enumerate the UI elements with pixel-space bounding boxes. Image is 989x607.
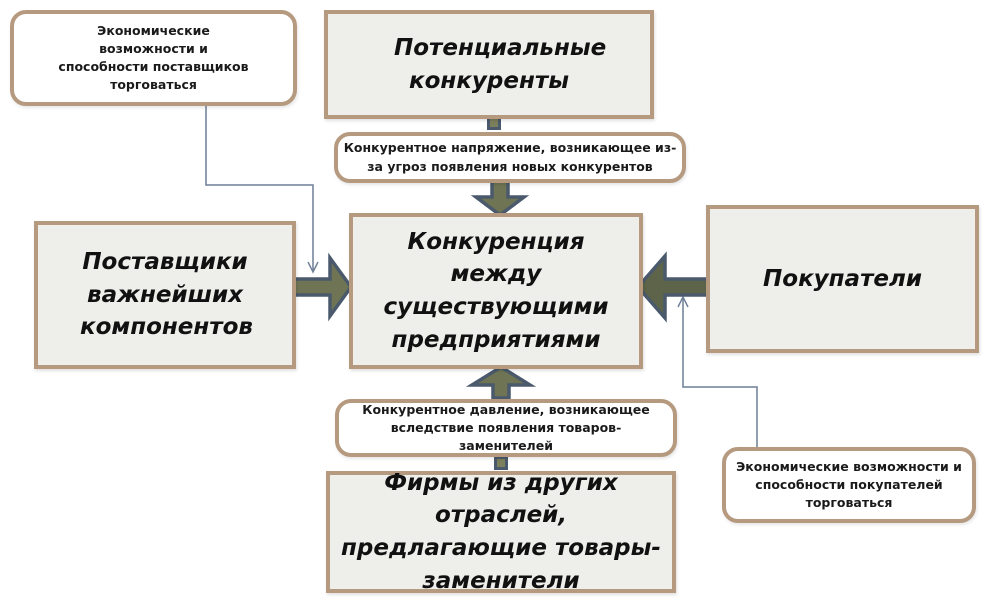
- entrant-arrow-icon: [470, 179, 530, 218]
- node-rivalry: Конкуренция между существующими предприя…: [349, 213, 643, 369]
- substitute-arrow-icon: [465, 364, 537, 400]
- suppliers-label: Поставщики важнейших компонентов: [80, 249, 253, 341]
- supplier-power-arrowhead-icon: [307, 261, 319, 274]
- rivalry-label: Конкуренция между существующими предприя…: [383, 228, 609, 353]
- entrant-threat-label: Конкурентное напряжение, возникающее из-…: [343, 140, 677, 174]
- substitutes-label: Фирмы из других отраслей, предлагающие т…: [341, 469, 661, 594]
- buyers-label: Покупатели: [763, 265, 922, 292]
- buyer-power-note: Экономические возможности и способности …: [722, 447, 976, 523]
- buyer-power-connector: [682, 298, 758, 482]
- supplier-arrow-icon: [292, 252, 354, 322]
- substitute-pressure-note: Конкурентное давление, возникающее вслед…: [335, 399, 677, 457]
- node-suppliers: Поставщики важнейших компонентов: [34, 221, 296, 369]
- buyer-arrow-icon: [635, 251, 711, 323]
- node-substitutes: Фирмы из других отраслей, предлагающие т…: [326, 470, 676, 594]
- supplier-power-connector: [205, 100, 314, 270]
- substitute-connector-square: [494, 456, 508, 470]
- entrant-threat-note: Конкурентное напряжение, возникающее из-…: [334, 132, 686, 183]
- substitute-pressure-label: Конкурентное давление, возникающее вслед…: [362, 401, 650, 454]
- supplier-power-label: Экономические возможности и способности …: [58, 22, 249, 93]
- buyer-power-label: Экономические возможности и способности …: [736, 458, 962, 511]
- buyer-power-arrowhead-icon: [677, 295, 689, 308]
- potential-competitors-label: Потенциальные конкуренты: [394, 34, 607, 94]
- supplier-power-note: Экономические возможности и способности …: [10, 10, 297, 106]
- node-buyers: Покупатели: [706, 205, 979, 353]
- node-potential-competitors: Потенциальные конкуренты: [324, 10, 654, 119]
